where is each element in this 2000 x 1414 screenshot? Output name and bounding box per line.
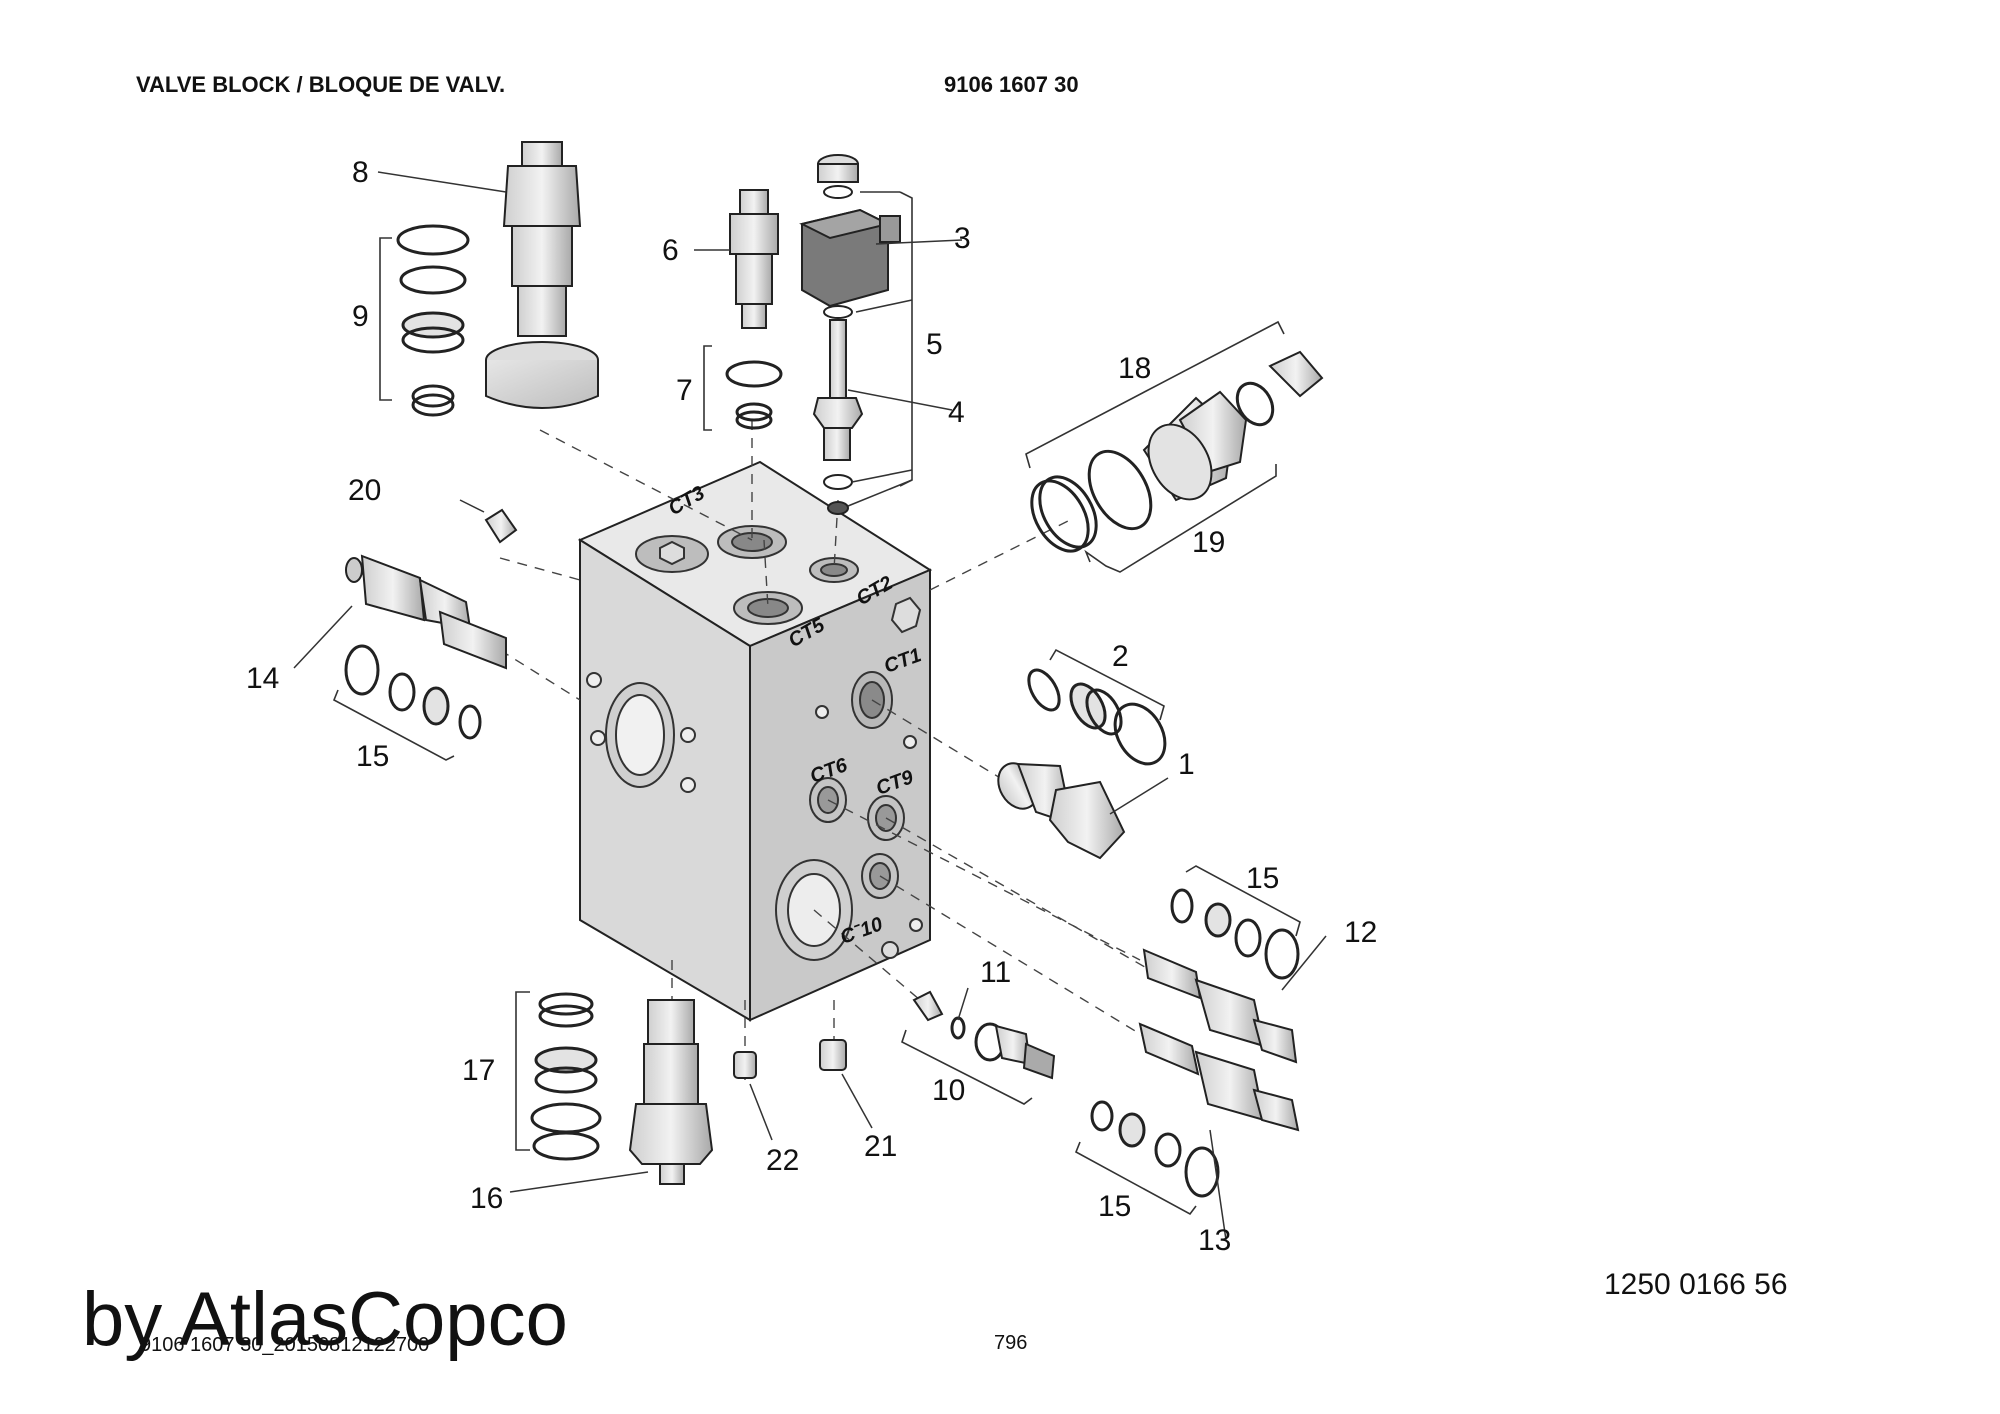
leader-lines — [293, 171, 1327, 1241]
part-1-check-valve — [997, 762, 1126, 860]
callout-12: 12 — [1344, 916, 1378, 949]
callout-4: 4 — [948, 396, 965, 429]
callout-18: 18 — [1118, 352, 1152, 385]
callout-15-right-top: 15 — [1246, 862, 1280, 895]
document-number: 1250 0166 56 — [1604, 1268, 1788, 1301]
group-braces — [379, 237, 712, 1151]
file-reference: 9106 1607 30_20150812122700 — [140, 1334, 430, 1356]
callout-6: 6 — [662, 234, 679, 267]
callout-17: 17 — [462, 1054, 496, 1087]
callout-15-right-bottom: 15 — [1098, 1190, 1132, 1223]
part-15-rings-left — [344, 644, 482, 740]
callout-9: 9 — [352, 300, 369, 333]
part-9-rings — [396, 224, 470, 417]
part-18-cartridge — [1142, 350, 1324, 502]
callout-21: 21 — [864, 1130, 898, 1163]
callout-14: 14 — [246, 662, 280, 695]
callout-16: 16 — [470, 1182, 504, 1215]
callout-2: 2 — [1112, 640, 1129, 673]
part-6-cartridge — [729, 189, 779, 329]
part-7-rings — [725, 360, 783, 430]
part-2-rings — [1027, 668, 1167, 766]
part-18-19-brackets — [1025, 320, 1285, 573]
callout-13: 13 — [1198, 1224, 1232, 1257]
callout-7: 7 — [676, 374, 693, 407]
page-number: 796 — [994, 1332, 1028, 1354]
part-8-valve — [485, 141, 599, 409]
right-face-features — [775, 596, 923, 961]
part-19-rings — [1030, 381, 1275, 553]
part-12-valve — [1142, 948, 1298, 1064]
part-15-rings-right — [1090, 888, 1300, 1198]
callout-11: 11 — [980, 956, 1012, 989]
part-2-bracket — [1049, 648, 1165, 721]
part-10-bracket — [901, 1029, 1033, 1105]
part-3-coil — [799, 154, 901, 308]
part-15-bracket-left — [332, 689, 455, 761]
callout-10: 10 — [932, 1074, 966, 1107]
callout-1: 1 — [1178, 748, 1195, 781]
page-title: VALVE BLOCK / BLOQUE DE VALV. — [136, 72, 506, 97]
plugs — [484, 508, 847, 1079]
callout-19: 19 — [1192, 526, 1226, 559]
watermark: by AtlasCopco — [82, 1277, 568, 1362]
part-5-bracket — [847, 191, 913, 507]
callout-8: 8 — [352, 156, 369, 189]
part-16-valve — [628, 999, 714, 1185]
assembly-lines — [499, 420, 1151, 1080]
callout-3: 3 — [954, 222, 971, 255]
callout-20: 20 — [348, 474, 382, 507]
top-ports — [635, 525, 859, 625]
part-4-stem — [812, 305, 864, 515]
part-number: 9106 1607 30 — [944, 72, 1079, 97]
callout-22: 22 — [766, 1144, 800, 1177]
part-14-valve — [345, 554, 507, 670]
part-15-brackets-right — [1074, 865, 1301, 1216]
callout-15-left: 15 — [356, 740, 390, 773]
left-face-features — [586, 672, 696, 793]
callout-5: 5 — [926, 328, 943, 361]
part-10-11-fittings — [912, 990, 1056, 1080]
part-17-rings — [530, 992, 602, 1161]
part-13-valve — [1138, 1022, 1300, 1132]
